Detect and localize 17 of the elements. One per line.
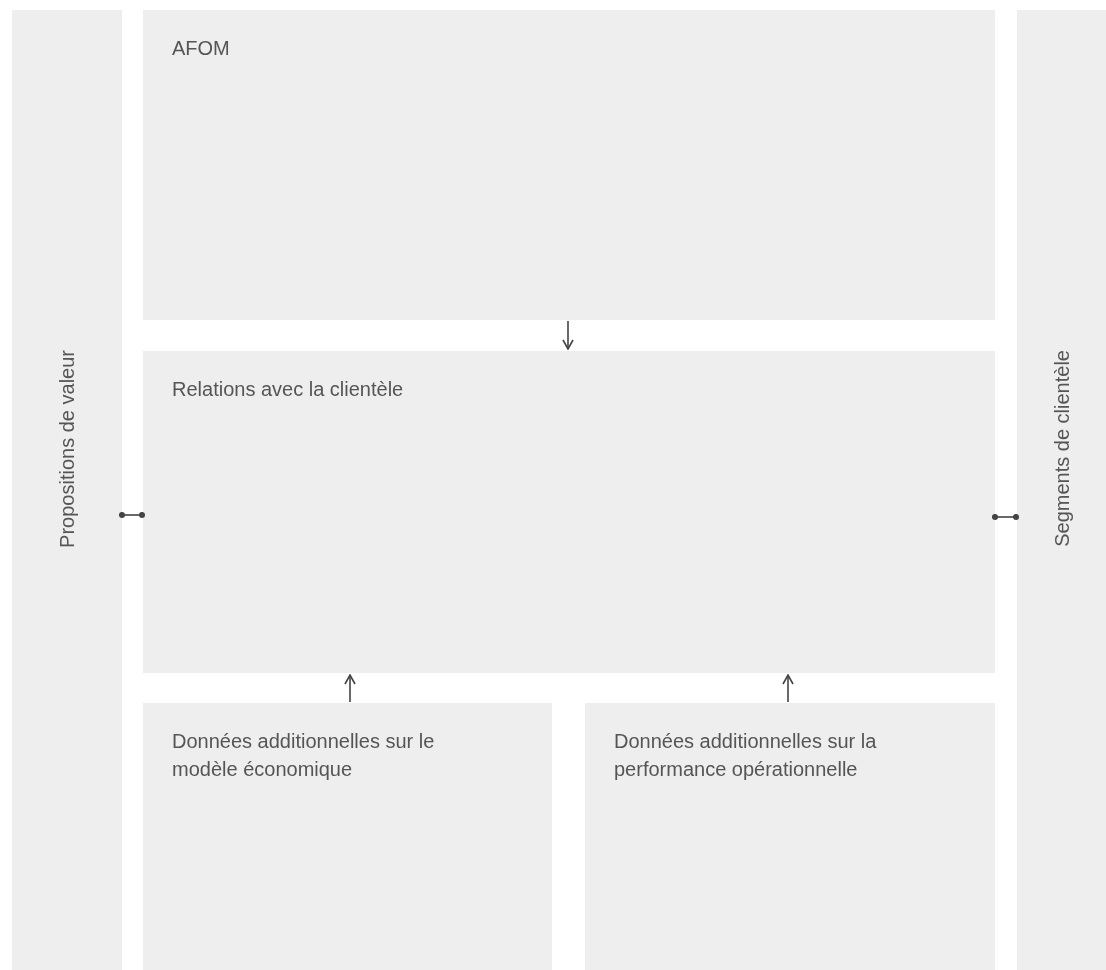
arrow	[782, 674, 794, 703]
panel-title: Propositions de valeur	[55, 350, 79, 548]
section-box	[143, 703, 552, 970]
section-box	[143, 351, 995, 673]
box-title: Données additionnelles sur la performance opérationnelle	[614, 729, 878, 782]
box-title: AFOM	[172, 36, 231, 61]
box-title: Données additionnelles sur le modèle économique	[172, 729, 436, 782]
section-box	[585, 703, 995, 970]
side-panel	[1017, 10, 1106, 970]
connector-line	[118, 511, 146, 519]
arrow	[344, 674, 356, 703]
section-box	[143, 10, 995, 320]
side-panel	[12, 10, 122, 970]
arrow	[562, 320, 574, 350]
connector-line	[991, 513, 1020, 521]
panel-title: Segments de clientèle	[1049, 350, 1074, 547]
box-title: Relations avec la clientèle	[172, 377, 405, 402]
